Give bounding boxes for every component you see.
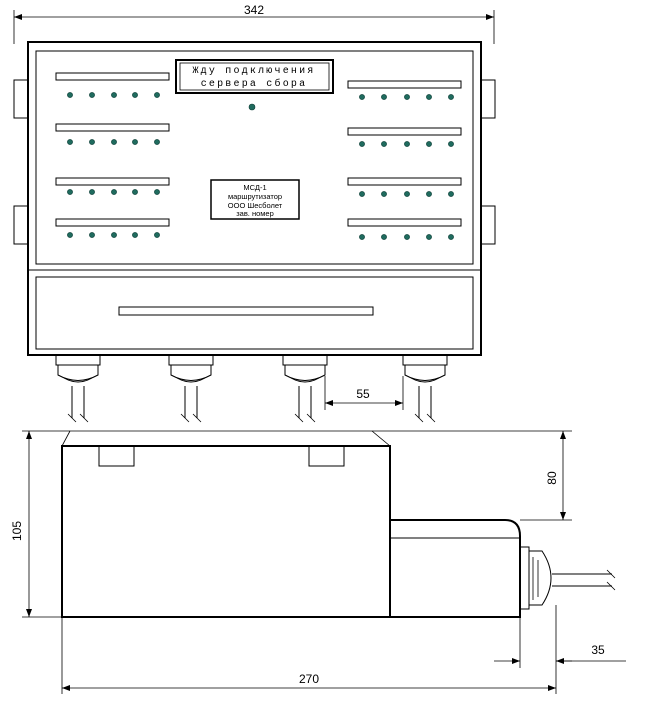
height-80-label: 80 xyxy=(545,471,559,485)
front-panel xyxy=(35,50,474,265)
height-80-dimension: 80 xyxy=(520,431,572,521)
height-105-dimension: 105 xyxy=(10,431,62,618)
side-cable-gland xyxy=(519,546,616,610)
left-channel-group-4 xyxy=(55,218,170,238)
cable-gland-2 xyxy=(168,354,214,423)
lcd-line-2: сервера сбора xyxy=(201,77,308,90)
length-270-label: 270 xyxy=(299,672,319,686)
side-body xyxy=(61,445,391,618)
cable-gland-4 xyxy=(402,354,448,423)
spacing-dimension-label: 55 xyxy=(356,387,370,401)
cable-gland-3 xyxy=(282,354,328,423)
label-plate: МСД-1 маршрутизатор ООО Шесболет зав. но… xyxy=(210,179,300,220)
cable-gland-1 xyxy=(55,354,101,423)
right-channel-group-1 xyxy=(347,80,462,100)
spacing-dimension: 55 xyxy=(324,376,404,410)
height-105-label: 105 xyxy=(10,521,24,541)
lower-compartment xyxy=(35,276,474,350)
label-plate-line-1: МСД-1 xyxy=(243,183,266,192)
gland-35-dimension: 35 xyxy=(494,617,626,668)
label-plate-line-4: зав. номер xyxy=(236,209,274,218)
width-dimension: 342 xyxy=(13,3,495,44)
right-channel-group-3 xyxy=(347,177,462,197)
label-plate-line-3: ООО Шесболет xyxy=(228,201,283,210)
enclosure-body xyxy=(27,41,482,356)
width-dimension-label: 342 xyxy=(244,3,264,17)
gland-35-label: 35 xyxy=(591,643,605,657)
side-lug-right xyxy=(308,446,345,467)
lcd-display: Жду подключения сервера сбора xyxy=(175,59,334,94)
side-cover xyxy=(390,519,521,618)
status-led xyxy=(248,103,256,111)
label-plate-line-2: маршрутизатор xyxy=(228,192,282,201)
side-view: 80 105 270 35 xyxy=(10,430,626,694)
lower-slot xyxy=(118,306,374,316)
lcd-line-1: Жду подключения xyxy=(192,66,315,77)
length-270-dimension: 270 xyxy=(61,605,557,694)
left-channel-group-2 xyxy=(55,123,170,145)
side-lug-left xyxy=(98,446,135,467)
front-view: 342 Жду подключения сервера сбора МСД-1 xyxy=(13,3,496,423)
left-channel-group-3 xyxy=(55,177,170,195)
right-channel-group-4 xyxy=(347,218,462,240)
right-channel-group-2 xyxy=(347,127,462,147)
left-channel-group-1 xyxy=(55,72,170,98)
